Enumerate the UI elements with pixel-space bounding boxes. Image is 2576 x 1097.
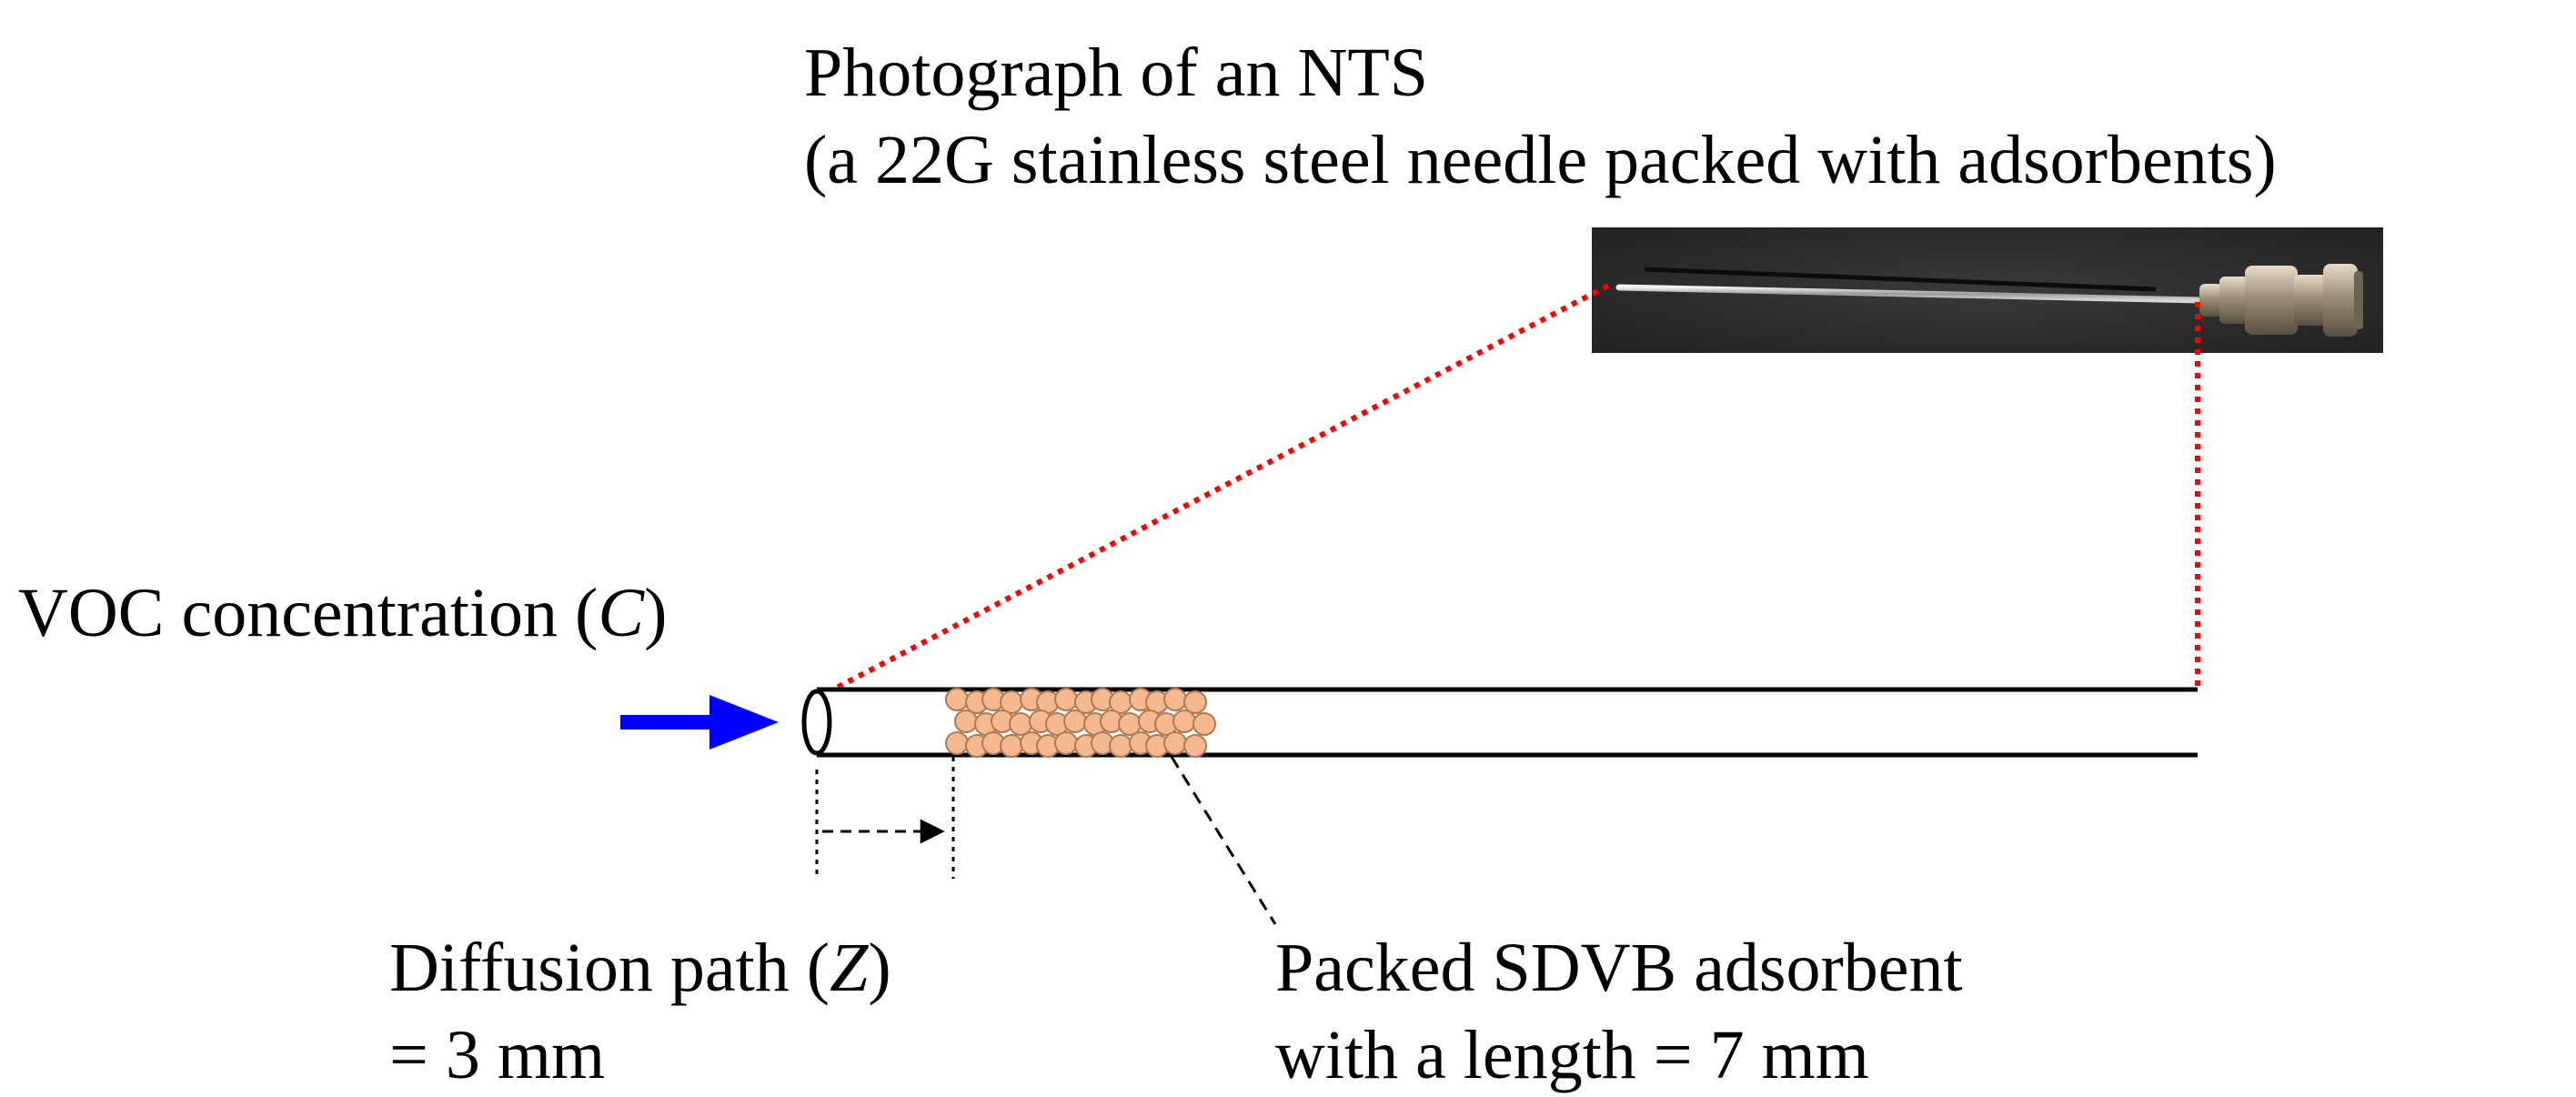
adsorbent-bead	[1119, 713, 1141, 735]
adsorbent-bead	[1184, 735, 1206, 757]
adsorbent-leader-line	[1172, 757, 1275, 924]
adsorbent-bead	[1173, 710, 1195, 732]
adsorbent-bead	[1055, 689, 1077, 710]
adsorbent-bead	[1064, 710, 1086, 732]
adsorbent-bead	[1055, 732, 1077, 754]
callout-line-tip	[833, 286, 1608, 689]
nts-photograph	[1592, 227, 2383, 353]
adsorbent-bead	[946, 732, 968, 754]
voc-flow-arrow	[620, 695, 779, 750]
adsorbent-bead	[955, 710, 977, 732]
diffusion-path-dimension	[817, 757, 953, 879]
adsorbent-bead	[1164, 689, 1186, 710]
adsorbent-bead	[1001, 735, 1022, 757]
adsorbent-bead	[1010, 713, 1031, 735]
adsorbent-bead	[946, 689, 968, 710]
adsorbent-bead	[1193, 713, 1215, 735]
adsorbent-bead	[1110, 735, 1132, 757]
tube-opening	[804, 691, 830, 753]
packed-adsorbent	[946, 689, 1215, 757]
adsorbent-bead	[1184, 691, 1206, 713]
adsorbent-bead	[1164, 732, 1186, 754]
